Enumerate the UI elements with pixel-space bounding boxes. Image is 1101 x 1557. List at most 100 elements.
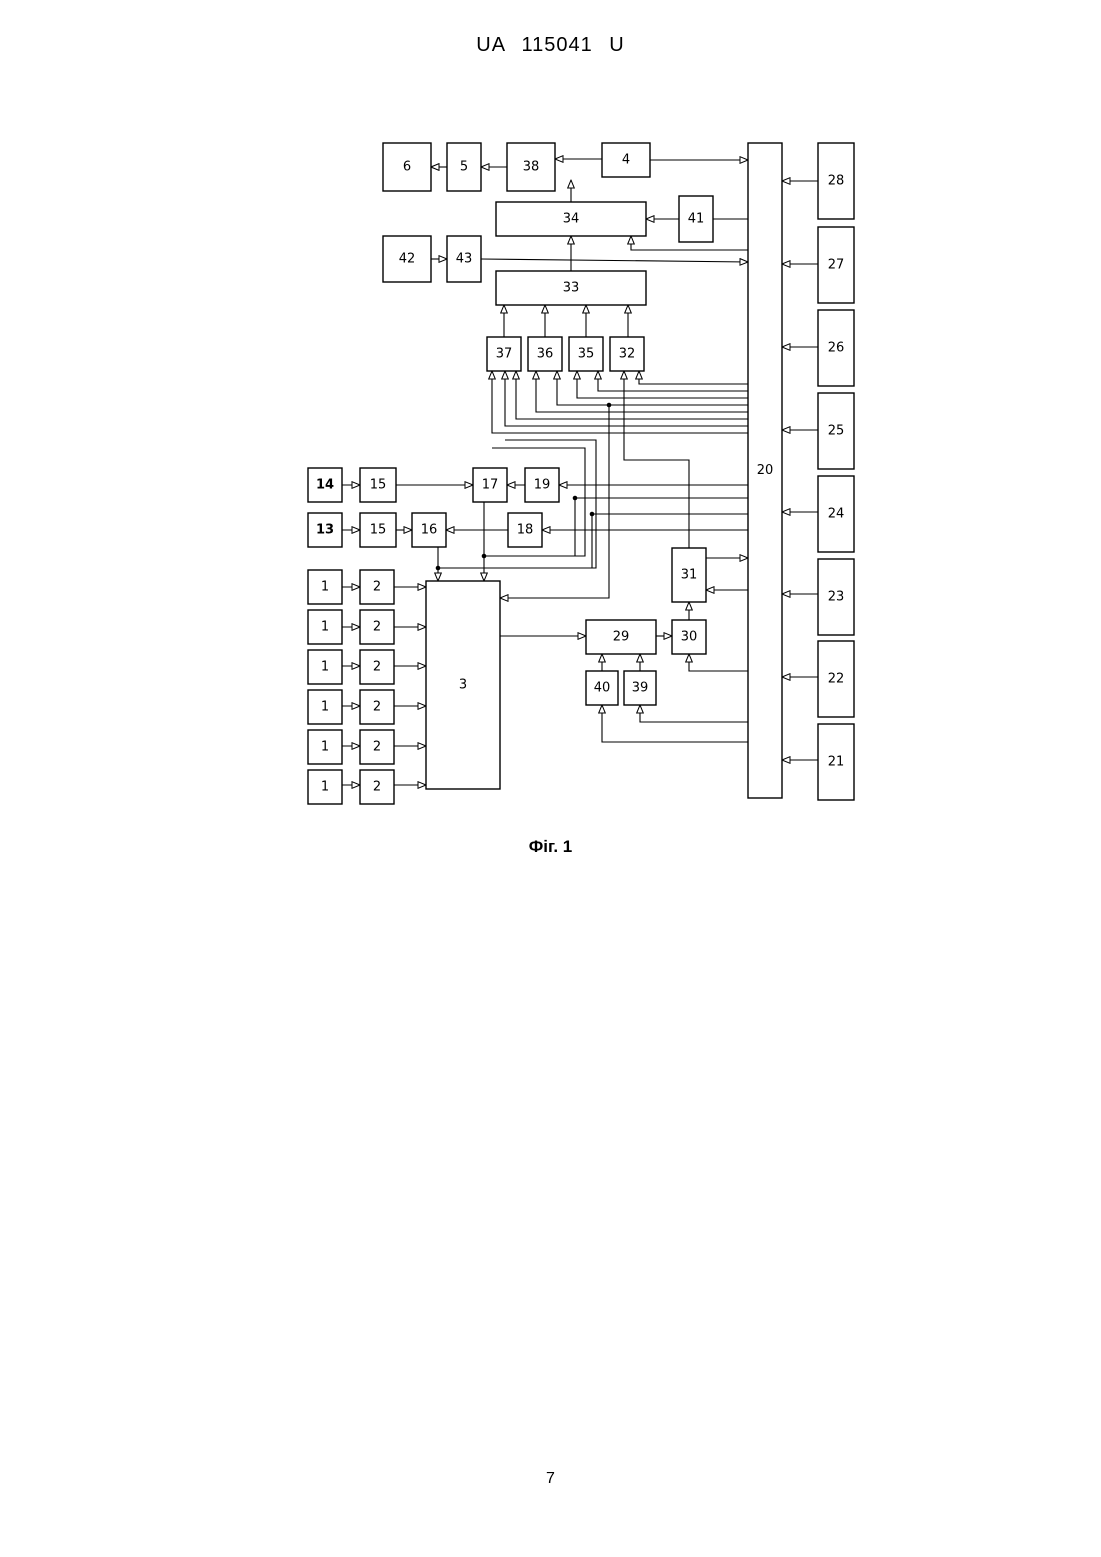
block-1d: 1 [308,690,342,724]
block-1c: 1 [308,650,342,684]
wire-20-32 [639,371,748,384]
junction-dot [607,403,612,408]
block-label: 26 [828,341,845,356]
block-4: 4 [602,143,650,177]
block-14: 14 [308,468,342,502]
block-37: 37 [487,337,521,371]
block-label: 33 [563,281,580,296]
block-20: 20 [748,143,782,798]
block-5: 5 [447,143,481,191]
block-label: 2 [373,740,381,755]
block-15a: 15 [360,468,396,502]
block-label: 28 [828,174,845,189]
junction-dot [573,496,578,501]
block-2b: 2 [360,610,394,644]
block-33: 33 [496,271,646,305]
block-label: 18 [517,523,534,538]
block-label: 35 [578,347,595,362]
block-label: 17 [482,478,499,493]
block-label: 30 [681,630,698,645]
block-label: 2 [373,620,381,635]
block-1b: 1 [308,610,342,644]
block-42: 42 [383,236,431,282]
block-label: 38 [523,160,540,175]
block-label: 34 [563,212,580,227]
block-19: 19 [525,468,559,502]
block-1a: 1 [308,570,342,604]
block-27: 27 [818,227,854,303]
block-label: 1 [321,740,329,755]
page-number: 7 [0,1470,1101,1488]
block-label: 2 [373,780,381,795]
block-18: 18 [508,513,542,547]
block-label: 27 [828,258,845,273]
block-label: 2 [373,660,381,675]
wire-20-bus1 [575,498,748,556]
block-label: 23 [828,590,845,605]
block-label: 41 [688,212,705,227]
block-label: 36 [537,347,554,362]
wire-20-39 [640,705,748,722]
block-21: 21 [818,724,854,800]
block-label: 6 [403,160,411,175]
block-23: 23 [818,559,854,635]
block-label: 31 [681,568,698,583]
block-13: 13 [308,513,342,547]
block-17: 17 [473,468,507,502]
block-2e: 2 [360,730,394,764]
block-32: 32 [610,337,644,371]
block-30: 30 [672,620,706,654]
wire-20-bus2 [592,514,748,568]
wire-20-30 [689,654,748,671]
block-1f: 1 [308,770,342,804]
figure-caption: Фіг. 1 [0,837,1101,857]
block-label: 25 [828,424,845,439]
block-36: 36 [528,337,562,371]
block-28: 28 [818,143,854,219]
block-label: 5 [460,160,468,175]
diagram-blocks: 6538434414243333736353214151719131516181… [308,143,854,804]
wire-20-36a [557,371,748,405]
block-2c: 2 [360,650,394,684]
block-22: 22 [818,641,854,717]
block-label: 4 [622,153,630,168]
block-label: 37 [496,347,513,362]
block-40: 40 [586,671,618,705]
block-label: 13 [316,523,334,538]
block-label: 29 [613,630,630,645]
block-label: 14 [316,478,334,493]
block-2f: 2 [360,770,394,804]
block-15b: 15 [360,513,396,547]
junction-dot [482,554,487,559]
block-label: 1 [321,660,329,675]
block-label: 22 [828,672,845,687]
block-35: 35 [569,337,603,371]
block-label: 1 [321,780,329,795]
block-39: 39 [624,671,656,705]
block-label: 39 [632,681,649,696]
block-label: 1 [321,620,329,635]
block-29: 29 [586,620,656,654]
block-label: 3 [459,678,467,693]
wire-20-35a [598,371,748,391]
block-label: 43 [456,252,473,267]
block-24: 24 [818,476,854,552]
block-label: 42 [399,252,416,267]
block-label: 1 [321,700,329,715]
block-label: 16 [421,523,438,538]
block-label: 19 [534,478,551,493]
block-label: 2 [373,700,381,715]
block-2a: 2 [360,570,394,604]
block-26: 26 [818,310,854,386]
junction-dot [590,512,595,517]
block-label: 40 [594,681,611,696]
block-label: 32 [619,347,636,362]
block-16: 16 [412,513,446,547]
block-3: 3 [426,581,500,789]
block-41: 41 [679,196,713,242]
block-43: 43 [447,236,481,282]
block-2d: 2 [360,690,394,724]
block-label: 20 [757,463,774,478]
block-label: 2 [373,580,381,595]
